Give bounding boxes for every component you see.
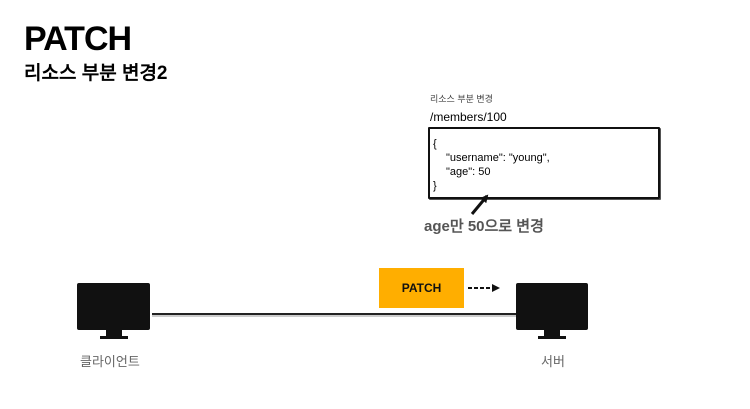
page-subtitle: 리소스 부분 변경2 [24, 63, 168, 84]
resource-caption: 리소스 부분 변경 [430, 94, 493, 104]
resource-json-box: { "username": "young", "age": 50 } [428, 127, 660, 199]
patch-request-box: PATCH [379, 268, 464, 308]
json-line: "username": "young", [446, 152, 550, 164]
client-label: 클라이언트 [80, 354, 140, 369]
json-line: "age": 50 [446, 166, 491, 178]
page-title: PATCH [24, 20, 132, 58]
json-line: } [433, 180, 437, 192]
json-line: { [433, 138, 437, 150]
client-monitor-icon [77, 283, 150, 339]
annotation-text: age만 50으로 변경 [424, 218, 544, 235]
server-monitor-icon [516, 283, 588, 339]
annotation-arrow [470, 194, 489, 215]
server-label: 서버 [541, 354, 565, 369]
patch-request-label: PATCH [401, 281, 442, 295]
resource-path: /members/100 [430, 110, 507, 124]
